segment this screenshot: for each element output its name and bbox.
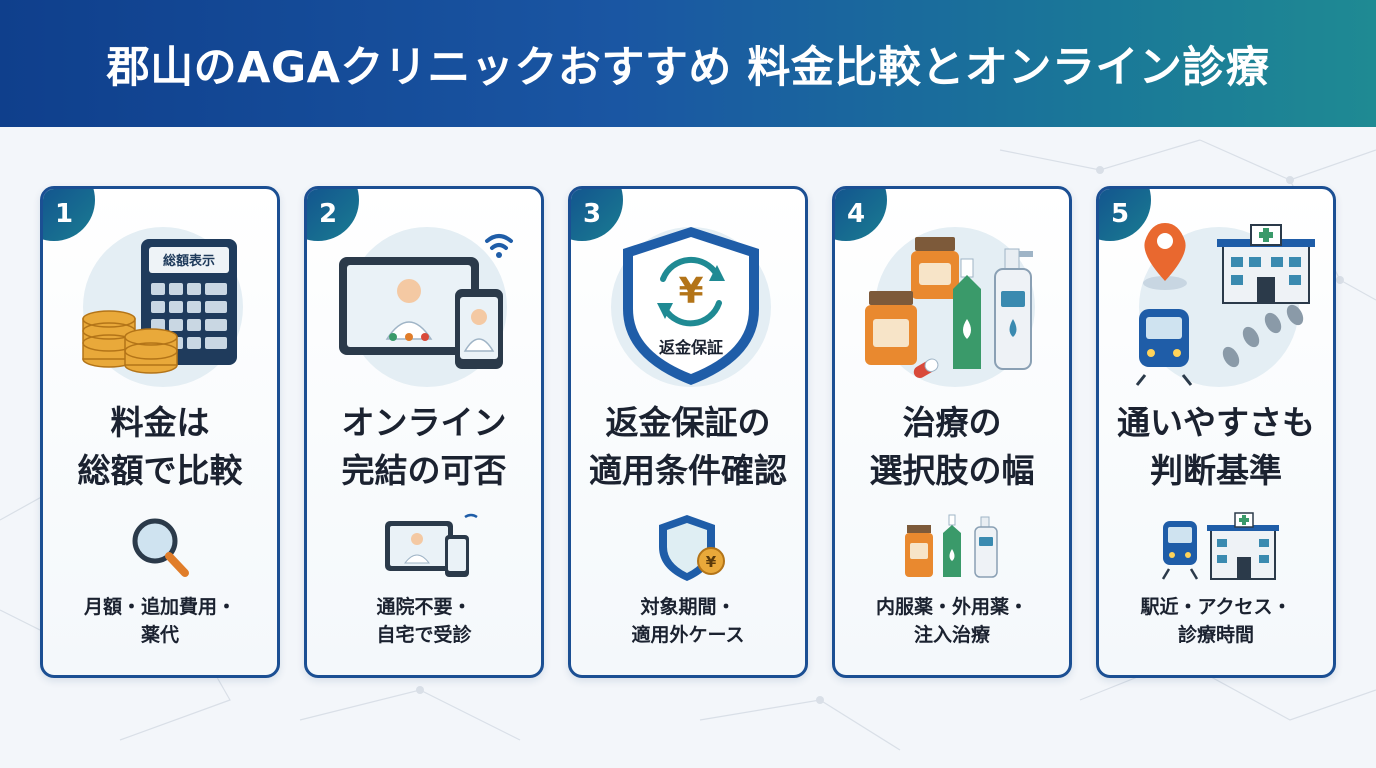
card-description: 通院不要・ 自宅で受診 xyxy=(307,593,541,649)
shield-yen-icon: ¥ xyxy=(659,515,725,581)
card-title-line: 完結の可否 xyxy=(341,451,507,490)
medicine-bottles-icon xyxy=(865,227,1035,387)
number-badge: 5 xyxy=(1099,189,1151,241)
card-description: 月額・追加費用・ 薬代 xyxy=(43,593,277,649)
card-title-line: 通いやすさも xyxy=(1117,403,1315,442)
card-desc-line: 診療時間 xyxy=(1177,624,1254,646)
card-title-line: 料金は xyxy=(110,403,210,442)
card-desc-line: 自宅で受診 xyxy=(376,624,472,646)
card-title-line: 治療の xyxy=(902,403,1002,442)
train-hospital-icon xyxy=(1161,512,1279,580)
card-price: 1 総額表示 料金は 総額で比較 xyxy=(40,186,280,678)
card-description: 内服薬・外用薬・ 注入治療 xyxy=(835,593,1069,649)
card-refund: 3 ¥ 返金保証 返金保証の 適用条件確認 ¥ 対象期間・ xyxy=(568,186,808,678)
magnifier-icon xyxy=(132,518,189,577)
card-access: 5 xyxy=(1096,186,1336,678)
card-title-line: 選択肢の幅 xyxy=(869,451,1035,490)
card-title: 料金は 総額で比較 xyxy=(43,399,277,495)
card-desc-line: 月額・追加費用・ xyxy=(83,596,236,618)
card-title: 返金保証の 適用条件確認 xyxy=(571,399,805,495)
card-number: 1 xyxy=(55,199,74,229)
card-title-line: 総額で比較 xyxy=(77,451,243,490)
card-title: オンライン 完結の可否 xyxy=(307,399,541,495)
page-header: 郡山のAGAクリニックおすすめ 料金比較とオンライン診療 xyxy=(0,0,1376,127)
video-consultation-icon xyxy=(339,227,513,387)
total-display-label: 総額表示 xyxy=(163,253,215,269)
number-badge: 1 xyxy=(43,189,95,241)
card-title-line: オンライン xyxy=(341,403,507,442)
card-desc-line: 駅近・アクセス・ xyxy=(1140,596,1292,618)
card-number: 2 xyxy=(319,199,338,229)
tablet-phone-icon xyxy=(385,513,478,577)
card-title-line: 判断基準 xyxy=(1150,451,1282,490)
map-pin-hospital-train-icon xyxy=(1135,223,1315,387)
calculator-coins-icon: 総額表示 xyxy=(82,227,243,387)
card-title-line: 返金保証の xyxy=(605,403,771,442)
card-online: 2 オンライン 完結の可否 xyxy=(304,186,544,678)
card-desc-line: 適用外ケース xyxy=(631,624,745,646)
refund-shield-icon: ¥ 返金保証 xyxy=(611,227,771,387)
card-desc-line: 通院不要・ xyxy=(376,596,472,618)
card-title-line: 適用条件確認 xyxy=(589,451,787,490)
card-desc-line: 対象期間・ xyxy=(640,596,736,618)
card-treatment: 4 治療の 選択肢の幅 xyxy=(832,186,1072,678)
card-desc-line: 薬代 xyxy=(140,624,179,646)
yen-symbol: ¥ xyxy=(678,271,703,312)
card-desc-line: 内服薬・外用薬・ xyxy=(875,596,1028,618)
card-list: 1 総額表示 料金は 総額で比較 xyxy=(40,186,1336,678)
medicine-small-icon xyxy=(905,514,998,578)
card-description: 駅近・アクセス・ 診療時間 xyxy=(1099,593,1333,649)
card-number: 3 xyxy=(583,199,602,229)
card-title: 通いやすさも 判断基準 xyxy=(1099,399,1333,495)
yen-symbol: ¥ xyxy=(706,553,717,571)
card-desc-line: 注入治療 xyxy=(913,624,990,646)
card-description: 対象期間・ 適用外ケース xyxy=(571,593,805,649)
card-title: 治療の 選択肢の幅 xyxy=(835,399,1069,495)
card-number: 5 xyxy=(1111,199,1130,229)
shield-label: 返金保証 xyxy=(659,338,723,357)
card-number: 4 xyxy=(847,199,866,229)
page-title: 郡山のAGAクリニックおすすめ 料金比較とオンライン診療 xyxy=(106,42,1270,93)
